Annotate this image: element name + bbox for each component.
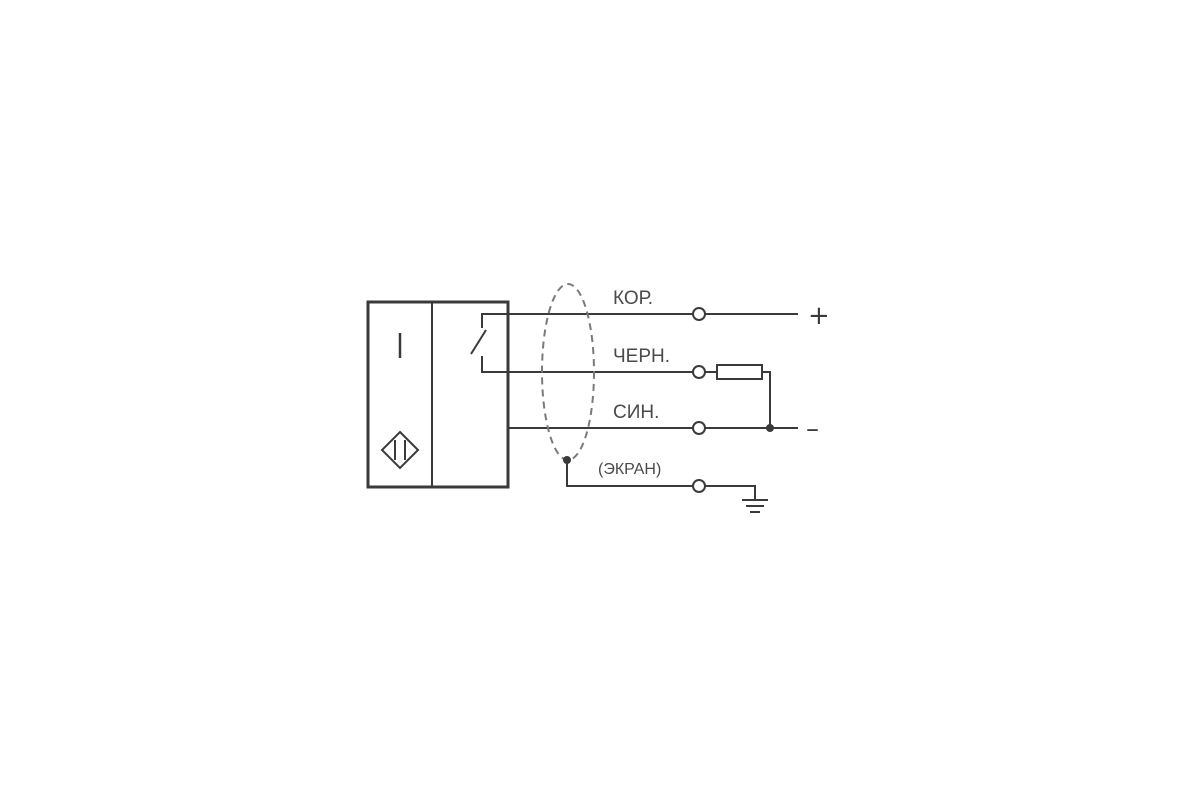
resistor-icon (716, 364, 763, 380)
switch-contact-icon (470, 313, 508, 373)
capacitive-sensor-icon (380, 430, 420, 470)
negative-node (766, 424, 774, 432)
shield-wire (566, 460, 693, 487)
label-blue: СИН. (613, 402, 659, 423)
label-black: ЧЕРН. (613, 346, 670, 367)
load-wire-right (762, 371, 771, 428)
sensor-housing (366, 300, 510, 489)
ground-icon (705, 485, 768, 513)
supply-negative-sign: – (806, 414, 819, 444)
terminal-brown (692, 307, 706, 321)
label-brown: КОР. (613, 288, 653, 309)
terminal-black (692, 365, 706, 379)
terminal-shield (692, 479, 706, 493)
supply-positive-sign: + (808, 301, 830, 331)
sensor-body (366, 300, 510, 489)
terminal-blue (692, 421, 706, 435)
label-shield: (ЭКРАН) (598, 461, 661, 478)
